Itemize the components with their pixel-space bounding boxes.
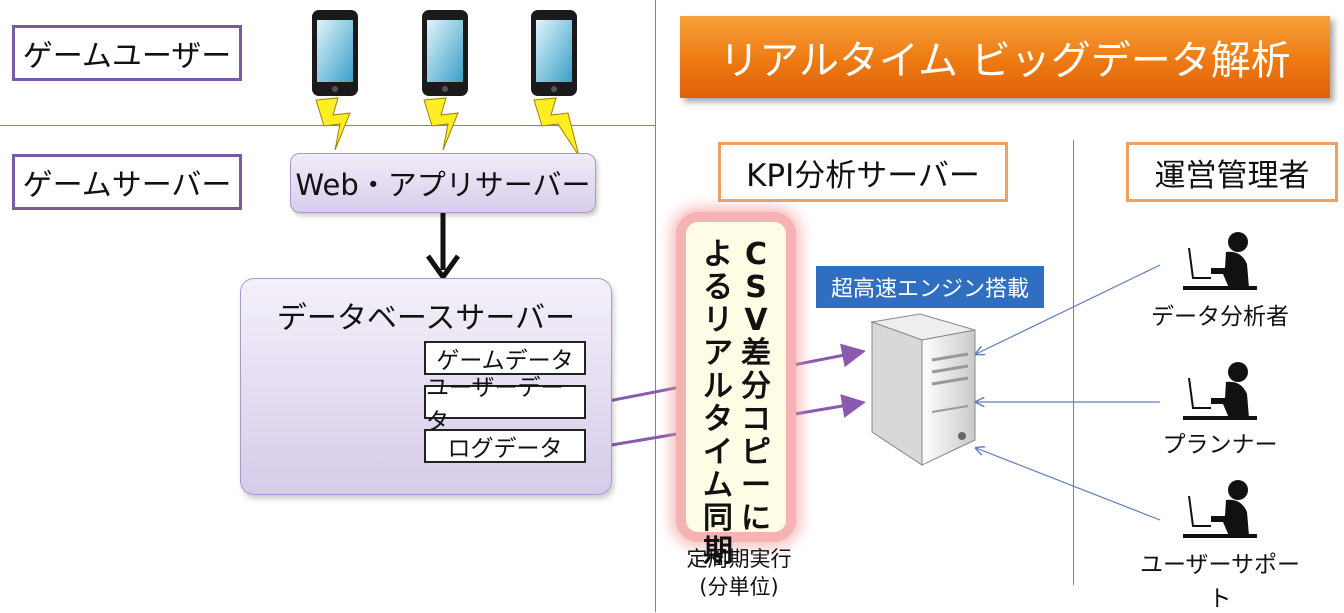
vertical-divider-right — [1073, 140, 1074, 585]
person-at-computer-icon — [1183, 232, 1257, 290]
log-data-item: ログデータ — [424, 429, 586, 463]
lightning-icon — [533, 97, 580, 157]
lightning-icon — [423, 97, 459, 151]
person-at-computer-icon — [1183, 480, 1257, 538]
down-arrow-icon — [425, 212, 461, 282]
realtime-bigdata-banner: リアルタイム ビッグデータ解析 — [680, 16, 1330, 98]
role-data-analyst: データ分析者 — [1151, 304, 1289, 330]
operators-label: 運営管理者 — [1126, 142, 1338, 202]
connection-line — [976, 448, 1161, 521]
server-icon — [870, 313, 976, 466]
lightning-icon — [315, 97, 351, 151]
sync-text-column-2: よるリアルタイム同期 — [703, 237, 733, 569]
game-data-item: ゲームデータ — [424, 341, 586, 375]
person-at-computer-icon — [1183, 362, 1257, 420]
connection-line — [976, 264, 1161, 354]
smartphone-icon — [312, 10, 358, 96]
role-user-support: ユーザーサポート — [1139, 552, 1301, 612]
database-server-title: データベースサーバー — [276, 301, 576, 336]
vertical-divider-left — [655, 0, 656, 612]
user-data-item: ユーザーデータ — [424, 375, 586, 435]
kpi-server-label: KPI分析サーバー — [718, 142, 1008, 202]
role-planner: プランナー — [1162, 432, 1278, 458]
sync-text-column-1: CSV差分コピーに — [741, 237, 771, 536]
game-user-label: ゲームユーザー — [12, 25, 242, 81]
engine-label: 超高速エンジン搭載 — [816, 266, 1044, 308]
csv-sync-box: CSV差分コピーに よるリアルタイム同期 — [676, 212, 796, 568]
smartphone-icon — [422, 10, 468, 96]
game-server-label: ゲームサーバー — [12, 154, 242, 210]
periodic-line-2: (分単位) — [699, 575, 779, 599]
smartphone-icon — [531, 10, 577, 96]
periodic-execution-note: 定周期実行 (分単位) — [664, 545, 814, 601]
periodic-line-1: 定周期実行 — [686, 547, 792, 571]
web-app-server-box: Web・アプリサーバー — [290, 153, 596, 213]
